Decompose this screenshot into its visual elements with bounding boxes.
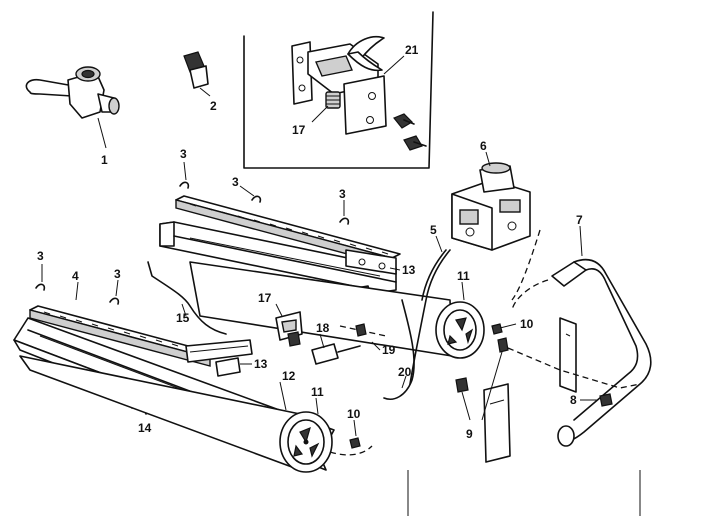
callout-7: 7 bbox=[576, 213, 583, 227]
callout-9: 9 bbox=[466, 427, 473, 441]
part-2-clip: 2 bbox=[183, 51, 217, 113]
callout-11-upper: 11 bbox=[457, 269, 470, 283]
callout-18: 18 bbox=[316, 321, 330, 335]
mounting-brackets: 9 8 bbox=[455, 317, 641, 463]
callout-14: 14 bbox=[138, 421, 152, 435]
upper-burner-tray: 13 16 bbox=[159, 195, 416, 307]
callout-3-a: 3 bbox=[180, 147, 187, 161]
callout-8: 8 bbox=[570, 393, 577, 407]
callout-2: 2 bbox=[210, 99, 217, 113]
callout-17-main: 17 bbox=[258, 291, 272, 305]
callout-20: 20 bbox=[398, 365, 412, 379]
callout-15: 15 bbox=[176, 311, 190, 325]
callout-4: 4 bbox=[72, 269, 79, 283]
callout-19: 19 bbox=[382, 343, 396, 357]
callout-10-lower: 10 bbox=[347, 407, 361, 421]
callout-5: 5 bbox=[430, 223, 437, 237]
callout-3-b: 3 bbox=[232, 175, 239, 189]
callout-13-upper: 13 bbox=[402, 263, 416, 277]
part-6-gas-valve: 6 bbox=[451, 139, 531, 251]
callout-3-c: 3 bbox=[339, 187, 346, 201]
callout-11-lower: 11 bbox=[311, 385, 324, 399]
callout-17-inset: 17 bbox=[292, 123, 306, 137]
upper-burner-tube: 11 10 bbox=[189, 261, 534, 359]
callout-12: 12 bbox=[282, 369, 296, 383]
callout-10-upper: 10 bbox=[520, 317, 534, 331]
callout-1: 1 bbox=[101, 153, 108, 167]
inset-detail-box: 21 17 bbox=[243, 11, 434, 169]
callout-3-d: 3 bbox=[37, 249, 44, 263]
gas-line-15: 15 bbox=[147, 261, 227, 335]
callout-13-lower: 13 bbox=[254, 357, 268, 371]
burner-clips: 3 3 3 3 3 4 bbox=[35, 147, 350, 305]
lower-burner-tube: 12 11 10 bbox=[19, 355, 373, 473]
callout-21: 21 bbox=[405, 43, 419, 57]
part-1-valve: 1 bbox=[25, 66, 120, 167]
callout-3-e: 3 bbox=[114, 267, 121, 281]
callout-6: 6 bbox=[480, 139, 487, 153]
pilot-assembly: 17 18 19 bbox=[258, 291, 396, 365]
manifold-pipe-7: 7 bbox=[511, 213, 652, 447]
pilot-tubing: 5 20 bbox=[383, 223, 451, 400]
